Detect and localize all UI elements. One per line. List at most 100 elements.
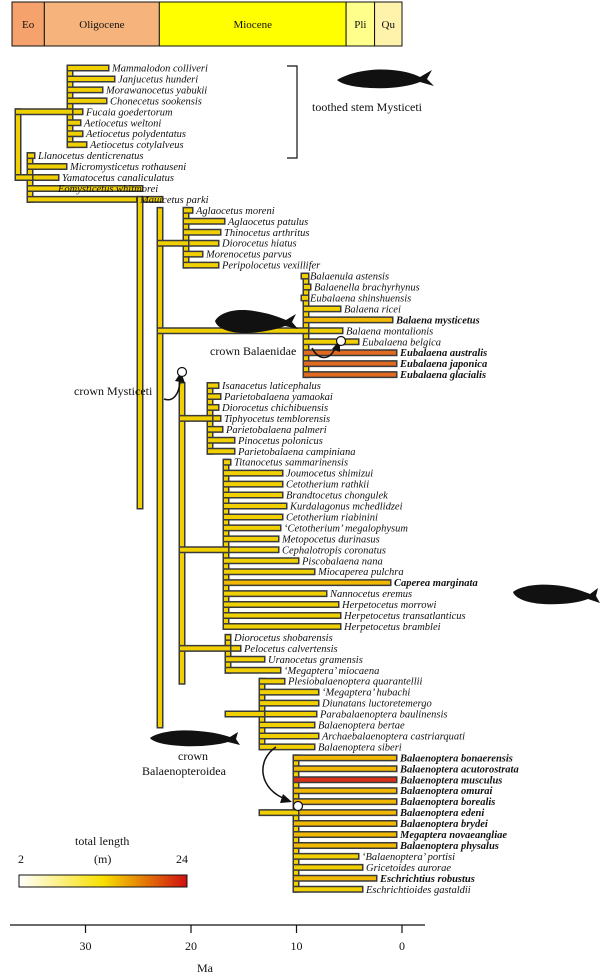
caperea-silhouette [513,584,600,605]
taxon-label: Uranocetus gramensis [268,655,363,666]
taxon-label: Parietobalaena yamaokai [223,392,333,403]
taxon-label: Plesiobalaenoptera quarantellii [287,677,423,688]
period-label: Qu [382,19,396,31]
taxon-label: Aetiocetus cotylalveus [89,140,184,151]
length-legend: total length (m) 2 24 [18,834,188,888]
taxon-label: ‘Megaptera’ miocaena [284,666,379,677]
taxon-label: Nannocetus eremus [329,589,412,600]
taxon-label: Balaenoptera bertae [318,721,405,732]
taxon-label: Chonecetus sookensis [110,96,202,107]
crown-mysticeti-label: crown Mysticeti [74,384,153,398]
taxon-label: Archaebalaenoptera castriarquati [321,731,465,742]
taxon-label: Eubalaena shinshuensis [309,293,411,304]
taxon-label: Balaenula astensis [310,272,389,283]
crown-node-markers [163,335,347,812]
period-miocene: Miocene [158,1,347,47]
taxon-label: Eschrichtioides gastaldii [365,885,471,896]
taxon-label: Janjucetus hunderi [118,74,198,85]
taxon-label: Herpetocetus bramblei [343,622,441,633]
taxon-label: Cetotherium riabinini [286,512,378,523]
taxon-label: Balaena mysticetus [395,315,480,326]
taxon-label: Isanacetus laticephalus [221,381,321,392]
taxon-label: Balaenoptera musculus [399,775,502,786]
taxon-label: Eomysticetus whitmorei [57,184,158,195]
legend-title: total length [75,834,129,848]
crown-balaenopteroidea-label-2: Balaenopteroidea [142,764,227,778]
taxon-label: Llanocetus denticrenatus [37,151,143,162]
taxon-label: Eubalaena glacialis [399,370,486,381]
taxon-label: Morenocetus parvus [205,250,292,261]
legend-gradient-bar [18,874,188,888]
taxon-label: ‘Megaptera’ hubachi [322,688,410,699]
taxon-label: Pinocetus polonicus [237,436,323,447]
taxon-label: Pelocetus calvertensis [243,644,338,655]
period-oligocene: Oligocene [43,1,160,47]
taxon-label: Gricetoides aurorae [366,863,451,874]
taxon-label: Aetiocetus polydentatus [85,129,186,140]
taxon-label: Parabalaenoptera baulinensis [319,710,447,721]
taxon-label: Thinocetus arthritus [224,228,309,239]
crown-balaenopteroidea-label-1: crown [178,749,208,763]
taxon-label: Megaptera novaeangliae [399,830,507,841]
taxon-label: Morawanocetus yabukii [105,85,207,96]
period-label: Eo [22,19,35,31]
taxon-label: Eubalaena japonica [399,359,487,370]
taxon-label: Titanocetus sammarinensis [234,458,348,469]
legend-unit: (m) [94,852,111,866]
axis-tick-label: 0 [399,939,405,953]
taxon-label: Joumocetus shimizui [286,469,373,480]
taxon-label: Balaenoptera acutorostrata [399,764,519,775]
taxon-label: Balaena montalionis [346,326,433,337]
taxon-label: Balaenoptera bonaerensis [399,753,513,764]
taxon-label: Balaenoptera borealis [399,797,495,808]
taxon-label: Balaenoptera omurai [399,786,493,797]
taxon-label: Diorocetus hiatus [221,239,297,250]
legend-max: 24 [176,852,188,866]
taxon-label: Fucaia goedertorum [85,107,173,118]
balaenid-whale-silhouette [215,310,298,333]
tree-branches [14,64,398,893]
taxon-label: Diunatans luctoretemergo [321,699,432,710]
legend-min: 2 [18,852,24,866]
period-label: Miocene [233,19,272,31]
taxon-label: Caperea marginata [394,578,478,589]
taxon-label: Balaenella brachyrhynus [314,283,420,294]
taxon-label: ‘Cetotherium’ megalophysum [284,523,408,534]
axis-label: Ma [197,961,214,975]
taxon-label: Balaenoptera brydei [399,819,488,830]
toothed-stem-label: toothed stem Mysticeti [312,100,423,114]
axis-tick-label: 20 [185,939,197,953]
taxon-label: Aglaocetus moreni [195,206,275,217]
taxon-label: Mauicetus parki [139,195,209,206]
taxon-label: Yamatocetus canaliculatus [62,173,174,184]
taxon-label: ‘Balaenoptera’ portisi [362,852,455,863]
taxon-label: Parietobalaena campiniana [237,447,356,458]
period-pli: Pli [345,1,376,47]
axis-tick-label: 30 [80,939,92,953]
taxon-label: Cetotherium rathkii [286,480,369,491]
period-qu: Qu [374,1,403,47]
taxon-label: Metopocetus durinasus [281,534,380,545]
taxon-label: Miocaperea pulchra [317,567,404,578]
taxon-label: Aetiocetus weltoni [83,118,161,129]
taxon-label: Herpetocetus transatlanticus [343,611,466,622]
time-axis: Ma 30 20 10 0 [10,924,425,975]
toothed-stem-bracket [287,65,298,159]
taxon-label: Micromysticetus rothauseni [69,162,186,173]
rorqual-silhouette [150,730,240,747]
taxon-label: Cephalotropis coronatus [282,545,386,556]
period-label: Oligocene [79,19,124,31]
taxon-label: Peripolocetus vexillifer [221,261,321,272]
taxon-label: Brandtocetus chongulek [286,491,388,502]
taxon-label: Balaenoptera edeni [399,808,484,819]
taxon-label: Diorocetus shobarensis [233,633,333,644]
taxon-label: Balaena ricei [344,304,401,315]
axis-tick-label: 10 [291,939,303,953]
taxon-label: Herpetocetus morrowi [341,600,436,611]
taxon-label: Balaenoptera physalus [399,841,499,852]
period-eo: Eo [11,1,45,47]
taxon-label: Diorocetus chichibuensis [221,403,328,414]
taxon-label: Eubalaena australis [399,348,487,359]
